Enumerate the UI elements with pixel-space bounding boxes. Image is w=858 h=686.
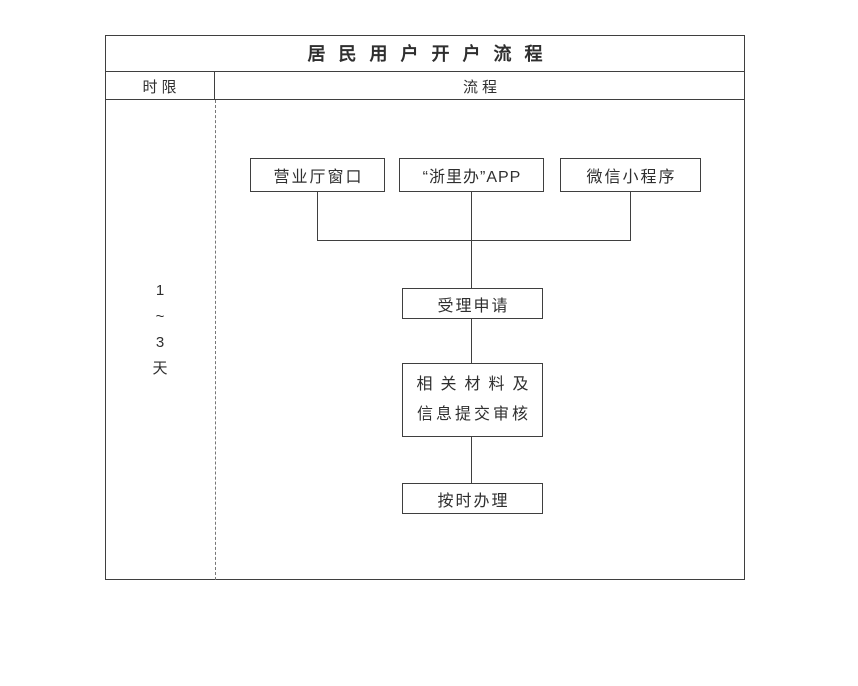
connector-line	[317, 240, 631, 241]
node-material-review: 相关材料及 信息提交审核	[402, 363, 543, 437]
node-hall-window-label: 营业厅窗口	[273, 169, 364, 186]
time-limit-char: 天	[152, 360, 168, 377]
node-zheliban-app: “浙里办”APP	[399, 158, 544, 192]
time-limit-char: 1	[155, 282, 165, 299]
column-header-row: 时限 流程	[105, 72, 745, 100]
column-divider-dashed	[215, 100, 216, 580]
connector-line	[630, 192, 631, 240]
node-wechat-miniprogram: 微信小程序	[560, 158, 701, 192]
node-material-review-line2: 信息提交审核	[416, 406, 531, 423]
column-header-time-label: 时限	[142, 78, 181, 96]
connector-line	[317, 192, 318, 240]
column-header-process: 流程	[215, 72, 745, 100]
node-zheliban-app-label: “浙里办”APP	[422, 169, 522, 186]
column-header-time: 时限	[105, 72, 215, 100]
page-title: 居民用户开户流程	[307, 44, 556, 64]
node-timely-processing-label: 按时办理	[437, 492, 510, 510]
node-timely-processing: 按时办理	[402, 483, 543, 514]
time-limit-char: 3	[155, 334, 165, 351]
node-accept-application-label: 受理申请	[437, 297, 510, 315]
title-bar: 居民用户开户流程	[105, 35, 745, 72]
node-material-review-line1: 相关材料及	[416, 376, 537, 393]
time-limit-char: ~	[155, 308, 165, 325]
node-hall-window: 营业厅窗口	[250, 158, 385, 192]
node-wechat-miniprogram-label: 微信小程序	[586, 169, 677, 186]
connector-line	[471, 319, 472, 363]
node-accept-application: 受理申请	[402, 288, 543, 319]
connector-line	[471, 437, 472, 483]
time-limit-label: 1 ~ 3 天	[105, 278, 215, 382]
column-header-process-label: 流程	[462, 78, 501, 96]
